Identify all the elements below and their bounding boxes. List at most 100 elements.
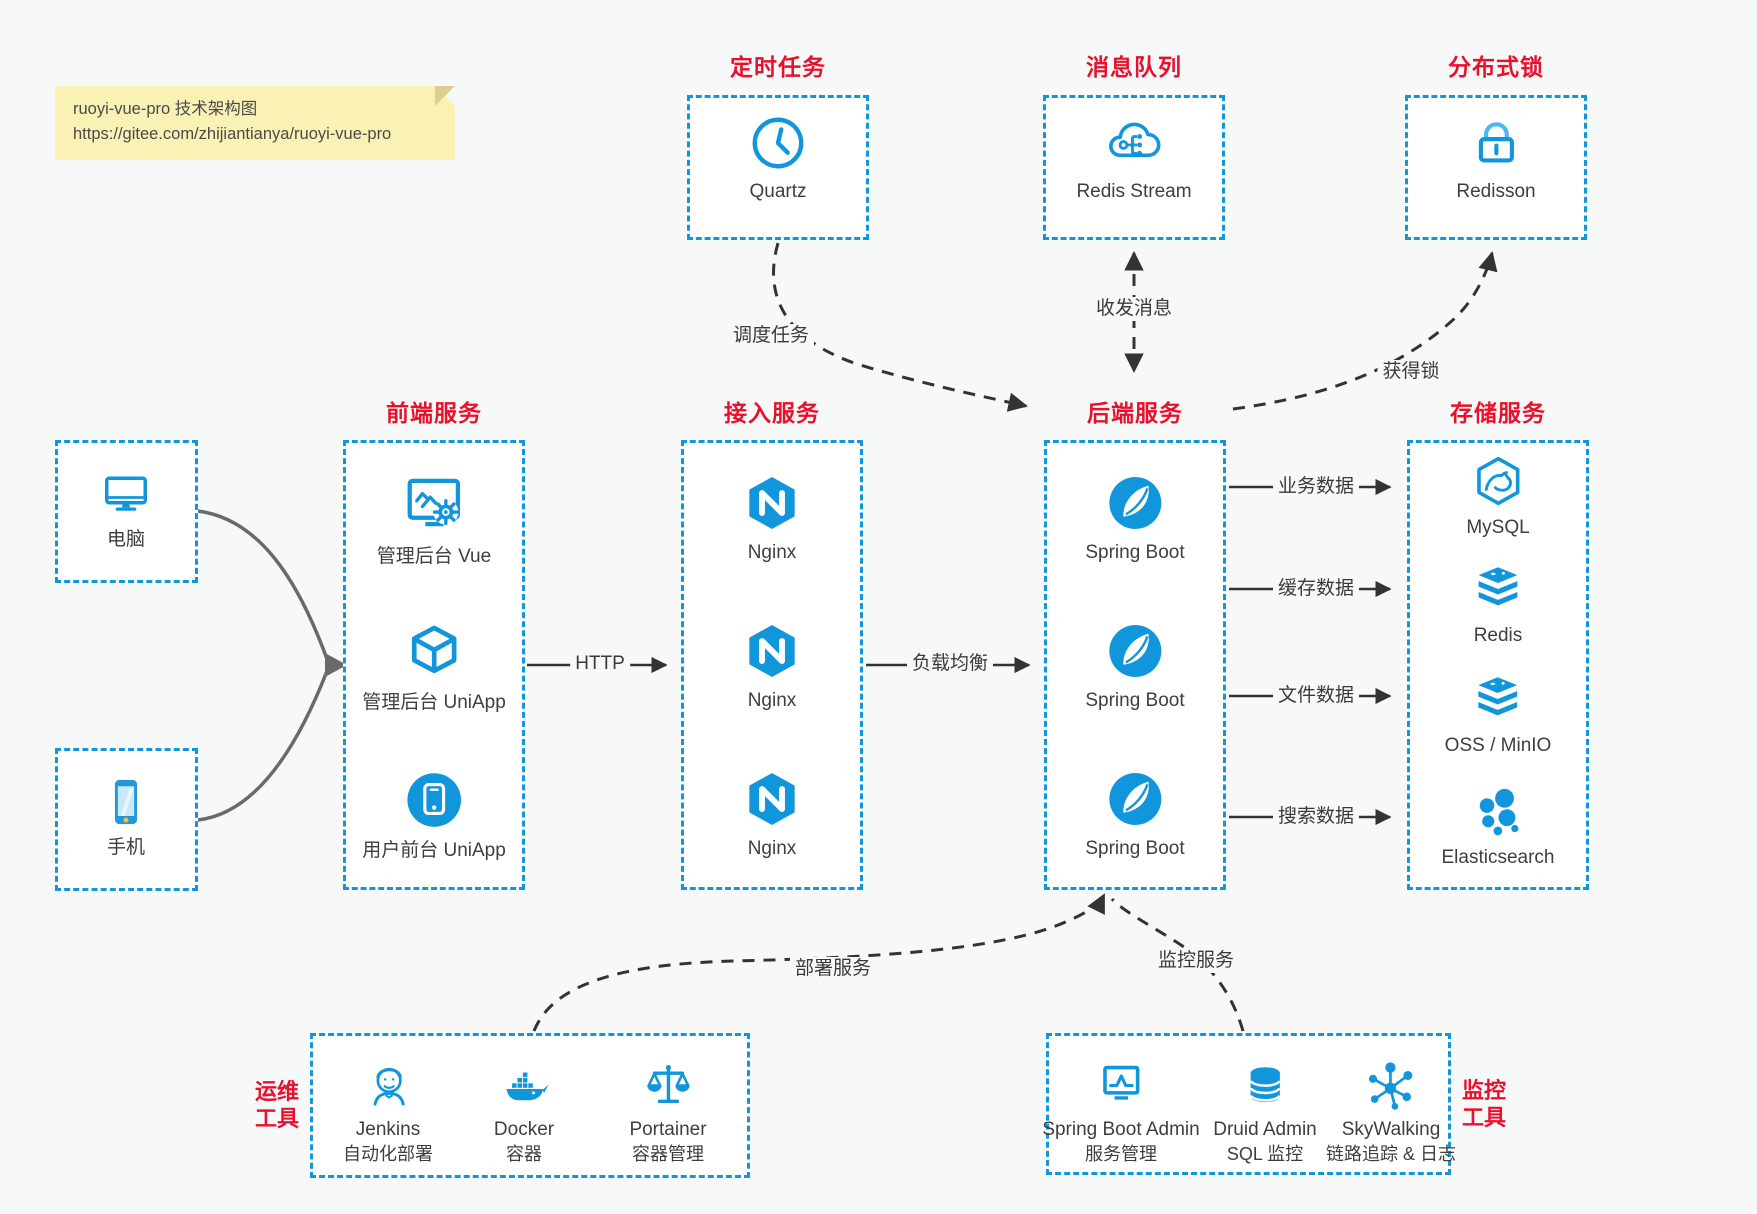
spring-boot-admin-icon bbox=[1094, 1058, 1148, 1112]
node-redis: Redis bbox=[1469, 560, 1527, 647]
edge-computer-to-frontend bbox=[197, 509, 329, 660]
node-sublabel: SQL 监控 bbox=[1226, 1144, 1304, 1164]
node-label: Nginx bbox=[747, 690, 797, 711]
nginx-icon bbox=[740, 471, 804, 535]
edge-lock bbox=[1232, 251, 1498, 411]
spring-boot-icon bbox=[1103, 619, 1167, 683]
clock-icon bbox=[747, 112, 809, 174]
node-jenkins: Jenkins 自动化部署 bbox=[343, 1058, 433, 1165]
spring-boot-icon bbox=[1103, 471, 1167, 535]
node-label: Quartz bbox=[749, 181, 807, 202]
node-mysql: MySQL bbox=[1466, 452, 1530, 539]
group-title-storage: 存储服务 bbox=[1450, 400, 1546, 426]
group-box-storage bbox=[1407, 440, 1589, 890]
cloud-stream-icon bbox=[1103, 112, 1165, 174]
node-spring-boot-3: Spring Boot bbox=[1085, 767, 1185, 860]
nginx-icon bbox=[740, 767, 804, 831]
edge-label-business-data: 业务数据 bbox=[1272, 475, 1360, 499]
nginx-icon bbox=[740, 619, 804, 683]
group-title-access: 接入服务 bbox=[724, 400, 820, 426]
node-spring-boot-admin: Spring Boot Admin 服务管理 bbox=[1042, 1058, 1200, 1165]
node-label: Spring Boot bbox=[1085, 838, 1185, 859]
node-label: Spring Boot bbox=[1085, 690, 1185, 711]
node-phone: 手机 bbox=[98, 774, 154, 859]
node-nginx-2: Nginx bbox=[740, 619, 804, 712]
node-label: Docker bbox=[493, 1119, 555, 1140]
client-box-computer bbox=[55, 440, 198, 583]
node-sublabel: 容器管理 bbox=[631, 1144, 704, 1164]
note-url: https://gitee.com/zhijiantianya/ruoyi-vu… bbox=[73, 125, 392, 143]
druid-icon bbox=[1238, 1058, 1292, 1112]
ops-tools-label: 运维 工具 bbox=[254, 1079, 300, 1131]
node-nginx-1: Nginx bbox=[740, 471, 804, 564]
note-title: ruoyi-vue-pro 技术架构图 bbox=[73, 100, 258, 118]
skywalking-icon bbox=[1364, 1058, 1418, 1112]
node-nginx-3: Nginx bbox=[740, 767, 804, 860]
node-label: Redis Stream bbox=[1076, 181, 1192, 202]
edge-label-load-balance: 负载均衡 bbox=[906, 652, 994, 676]
monitor-tools-label: 监控 工具 bbox=[1461, 1078, 1507, 1130]
spring-boot-icon bbox=[1103, 767, 1167, 831]
portainer-icon bbox=[641, 1058, 695, 1112]
node-elasticsearch: Elasticsearch bbox=[1442, 782, 1555, 869]
node-label: Jenkins bbox=[355, 1119, 421, 1140]
sticky-note: ruoyi-vue-pro 技术架构图 https://gitee.com/zh… bbox=[55, 86, 455, 160]
edge-label-monitor: 监控服务 bbox=[1152, 949, 1240, 973]
node-label: 管理后台 Vue bbox=[376, 546, 492, 567]
oss-icon bbox=[1469, 670, 1527, 728]
node-label: Elasticsearch bbox=[1441, 847, 1555, 868]
edge-label-cache-data: 缓存数据 bbox=[1272, 577, 1360, 601]
node-label: MySQL bbox=[1466, 517, 1530, 538]
admin-vue-icon bbox=[400, 471, 468, 539]
node-computer: 电脑 bbox=[98, 466, 154, 551]
node-redis-stream: Redis Stream bbox=[1076, 112, 1192, 203]
group-box-monitor-tools bbox=[1046, 1033, 1451, 1175]
node-label: 管理后台 UniApp bbox=[362, 692, 506, 713]
node-redisson: Redisson bbox=[1456, 112, 1536, 203]
group-box-message-queue bbox=[1043, 95, 1225, 240]
edge-phone-to-frontend bbox=[197, 670, 329, 822]
node-quartz: Quartz bbox=[747, 112, 809, 203]
node-label: 电脑 bbox=[106, 529, 145, 550]
edge-label-deploy: 部署服务 bbox=[789, 957, 877, 981]
node-docker: Docker 容器 bbox=[494, 1058, 554, 1165]
node-label: Nginx bbox=[747, 838, 797, 859]
edge-label-schedule-task: 调度任务 bbox=[727, 324, 815, 348]
group-title-scheduled-task: 定时任务 bbox=[730, 54, 826, 80]
docker-icon bbox=[497, 1058, 551, 1112]
node-label: SkyWalking bbox=[1341, 1119, 1441, 1140]
node-label: Redisson bbox=[1456, 181, 1536, 202]
group-title-message-queue: 消息队列 bbox=[1086, 54, 1182, 80]
elasticsearch-icon bbox=[1469, 782, 1527, 840]
group-title-frontend: 前端服务 bbox=[386, 400, 482, 426]
desktop-icon bbox=[98, 466, 154, 522]
jenkins-icon bbox=[361, 1058, 415, 1112]
group-box-distributed-lock bbox=[1405, 95, 1587, 240]
node-label: OSS / MinIO bbox=[1444, 735, 1552, 756]
node-admin-uniapp: 管理后台 UniApp bbox=[362, 619, 506, 714]
node-label: Druid Admin bbox=[1213, 1119, 1317, 1140]
mobile-app-icon bbox=[401, 767, 467, 833]
group-title-distributed-lock: 分布式锁 bbox=[1448, 54, 1544, 80]
node-label: 手机 bbox=[106, 837, 145, 858]
node-spring-boot-1: Spring Boot bbox=[1085, 471, 1185, 564]
group-box-ops-tools bbox=[310, 1033, 750, 1178]
node-druid-admin: Druid Admin SQL 监控 bbox=[1213, 1058, 1317, 1165]
node-label: Spring Boot Admin bbox=[1042, 1119, 1200, 1140]
node-label: Spring Boot bbox=[1085, 542, 1185, 563]
node-user-uniapp: 用户前台 UniApp bbox=[362, 767, 506, 862]
node-sublabel: 服务管理 bbox=[1085, 1144, 1157, 1164]
node-skywalking: SkyWalking 链路追踪 & 日志 bbox=[1326, 1058, 1456, 1165]
uniapp-cube-icon bbox=[401, 619, 467, 685]
group-title-backend: 后端服务 bbox=[1087, 400, 1183, 426]
node-sublabel: 链路追踪 & 日志 bbox=[1325, 1144, 1457, 1164]
edge-label-lock: 获得锁 bbox=[1377, 360, 1445, 384]
node-sublabel: 自动化部署 bbox=[343, 1144, 433, 1164]
redis-icon bbox=[1469, 560, 1527, 618]
node-label: Nginx bbox=[747, 542, 797, 563]
phone-icon bbox=[98, 774, 154, 830]
node-label: Portainer bbox=[629, 1119, 707, 1140]
node-oss-minio: OSS / MinIO bbox=[1444, 670, 1552, 757]
mysql-icon bbox=[1469, 452, 1527, 510]
